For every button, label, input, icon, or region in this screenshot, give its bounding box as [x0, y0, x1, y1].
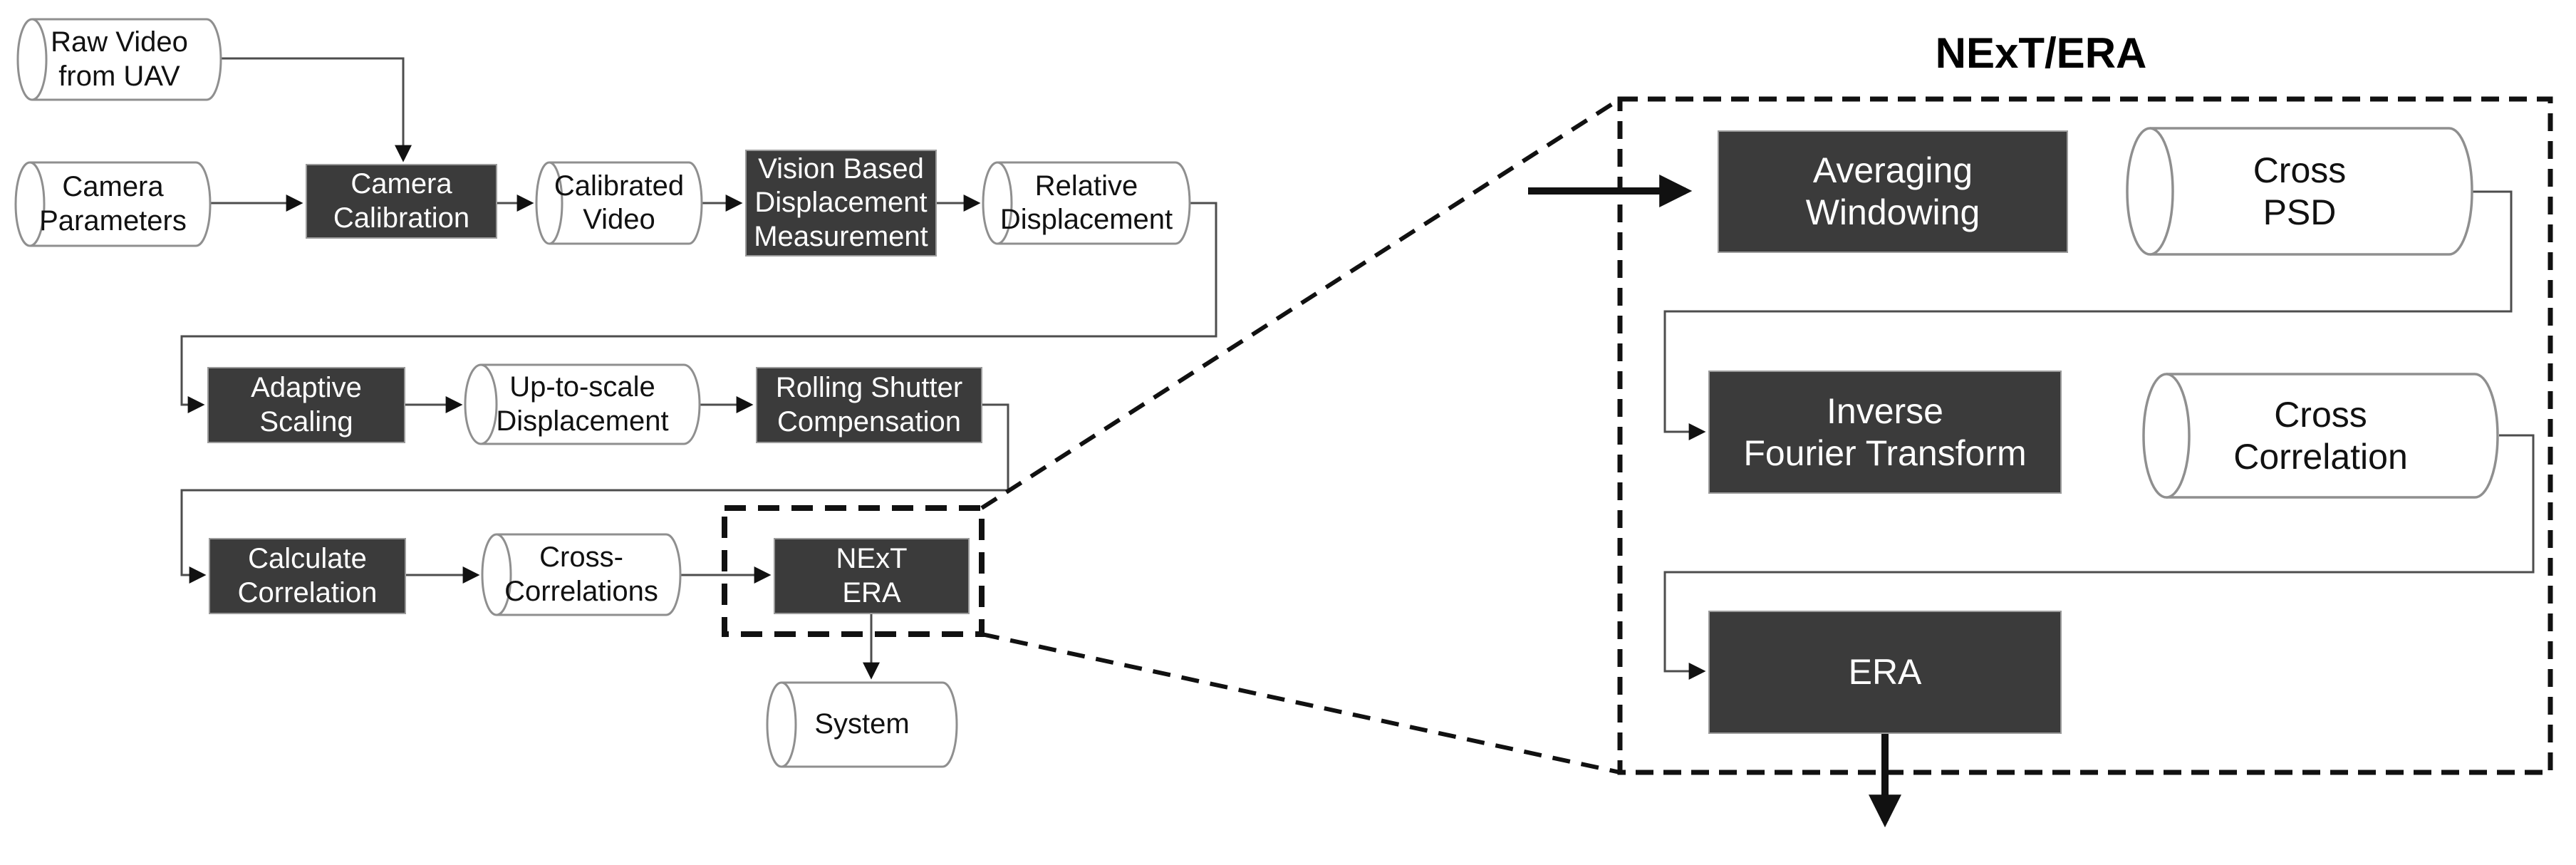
edge-rawvideo-calibration — [221, 57, 412, 162]
node-up-to-scale-displacement: Up-to-scale Displacement — [496, 371, 669, 437]
cylinder-shapes — [14, 18, 2499, 768]
node-cross-correlations: Cross- Correlations — [504, 542, 658, 607]
node-camera-parameters: Camera Parameters — [39, 171, 187, 237]
node-calculate-correlation: Calculate Correlation — [209, 538, 406, 614]
edge-reldisp-adaptive — [180, 202, 1217, 413]
node-calibrated-video: Calibrated Video — [554, 170, 685, 235]
zoom-guide-line-bottom — [981, 632, 1621, 775]
cylinder-camera-parameters-shape — [14, 161, 212, 247]
node-raw-video-from-uav: Raw Video from UAV — [51, 26, 188, 92]
nextera-detail-panel-box — [1617, 96, 2553, 775]
node-relative-displacement: Relative Displacement — [999, 170, 1173, 235]
edge-rolling-calccorr — [180, 403, 1009, 584]
cylinder-raw-video-shape — [16, 18, 222, 101]
node-system: System — [814, 708, 910, 740]
node-adaptive-scaling: Adaptive Scaling — [207, 367, 405, 443]
node-next-era: NExT ERA — [774, 538, 970, 614]
cylinder-calibrated-video-shape — [535, 161, 703, 245]
node-cross-correlation: Cross Correlation — [2233, 394, 2408, 477]
node-averaging-windowing: Averaging Windowing — [1718, 130, 2068, 253]
thick-arrows — [1528, 175, 1901, 828]
cylinder-relative-displacement-shape — [982, 161, 1191, 245]
cylinder-cross-psd-shape — [2126, 127, 2473, 256]
cylinder-cross-correlations-shape — [481, 533, 682, 616]
cylinder-system-shape — [766, 681, 958, 768]
cylinder-up-to-scale-shape — [464, 363, 701, 445]
cylinder-cross-correlation-shape — [2142, 373, 2499, 499]
nextera-zoom-source-box — [722, 505, 985, 637]
node-vision-based-displacement-measurement: Vision Based Displacement Measurement — [745, 150, 937, 257]
node-inverse-fourier-transform: Inverse Fourier Transform — [1708, 371, 2062, 494]
dashed-outlines — [722, 96, 2553, 775]
edge-crosspsd-ifft — [1663, 190, 2513, 440]
node-camera-calibration: Camera Calibration — [306, 164, 497, 239]
edge-crosscorr-era — [1663, 434, 2535, 680]
node-rolling-shutter-compensation: Rolling Shutter Compensation — [756, 367, 982, 443]
node-era: ERA — [1708, 611, 2062, 734]
node-cross-psd: Cross PSD — [2253, 150, 2347, 232]
nextera-panel-title: NExT/ERA — [1935, 29, 2147, 77]
thin-connectors — [180, 57, 2535, 680]
zoom-guide-line-top — [980, 97, 1621, 510]
